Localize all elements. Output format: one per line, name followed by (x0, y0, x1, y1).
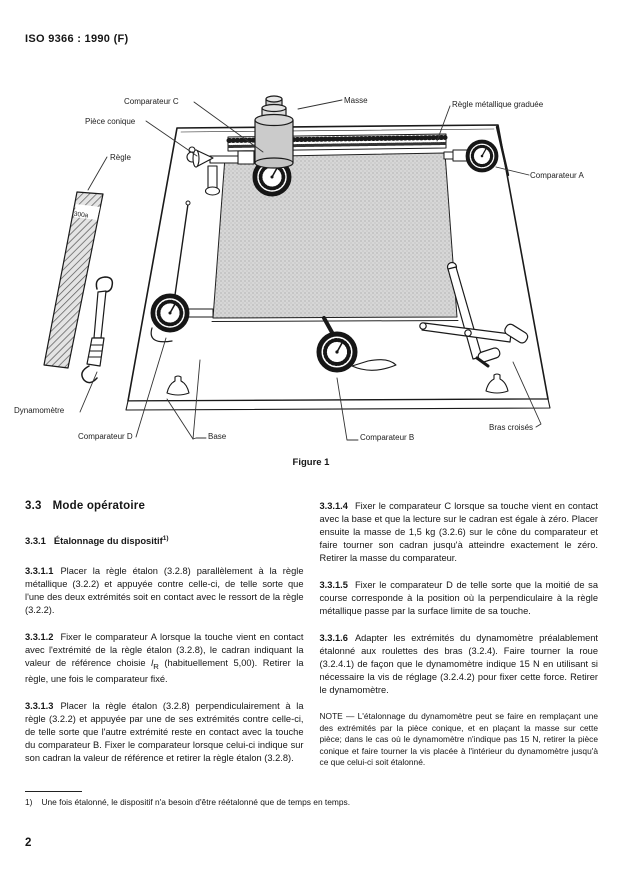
graduated-rule (226, 133, 448, 152)
footnote-rule (25, 791, 82, 792)
footnote-marker: 1) (25, 797, 33, 807)
label-comparateur-d: Comparateur D (78, 432, 133, 441)
base-feet (166, 373, 509, 396)
dial-comparateur-d (151, 296, 214, 343)
label-bras-croises: Bras croisés (489, 423, 534, 432)
page-header: ISO 9366 : 1990 (F) (25, 33, 129, 45)
label-masse: Masse (344, 96, 368, 105)
dial-comparateur-b (319, 316, 397, 370)
label-comparateur-c: Comparateur C (124, 97, 179, 106)
dial-comparateur-c (255, 145, 289, 194)
leader-lines (79, 99, 542, 441)
footnote-ref: 1) (162, 535, 169, 542)
conical-piece (186, 146, 259, 196)
page-number: 2 (25, 837, 32, 849)
footnote: 1)Une fois étalonné, le dispositif n'a b… (25, 797, 351, 807)
mass-weight (254, 95, 294, 169)
label-piece-conique: Pièce conique (85, 117, 136, 126)
note: NOTE — L'étalonnage du dynamomètre peut … (319, 711, 599, 767)
label-comparateur-b: Comparateur B (360, 433, 415, 442)
base-plate (125, 124, 551, 411)
crossed-arms (419, 261, 529, 368)
label-regle-metallique-graduee: Règle métallique graduée (452, 100, 544, 109)
dynamometer (81, 276, 114, 384)
label-base: Base (208, 432, 227, 441)
figure-caption: Figure 1 (292, 457, 330, 468)
label-comparateur-a: Comparateur A (530, 171, 584, 180)
label-dynamometre: Dynamomètre (14, 406, 65, 415)
variable-lr: l (151, 658, 154, 669)
rule-marking: 300a (73, 211, 89, 220)
label-regle: Règle (110, 153, 131, 162)
pin-rod (169, 200, 191, 331)
dial-comparateur-a (443, 125, 510, 177)
metal-plate (211, 152, 459, 322)
standard-rule: 300a (43, 191, 104, 369)
